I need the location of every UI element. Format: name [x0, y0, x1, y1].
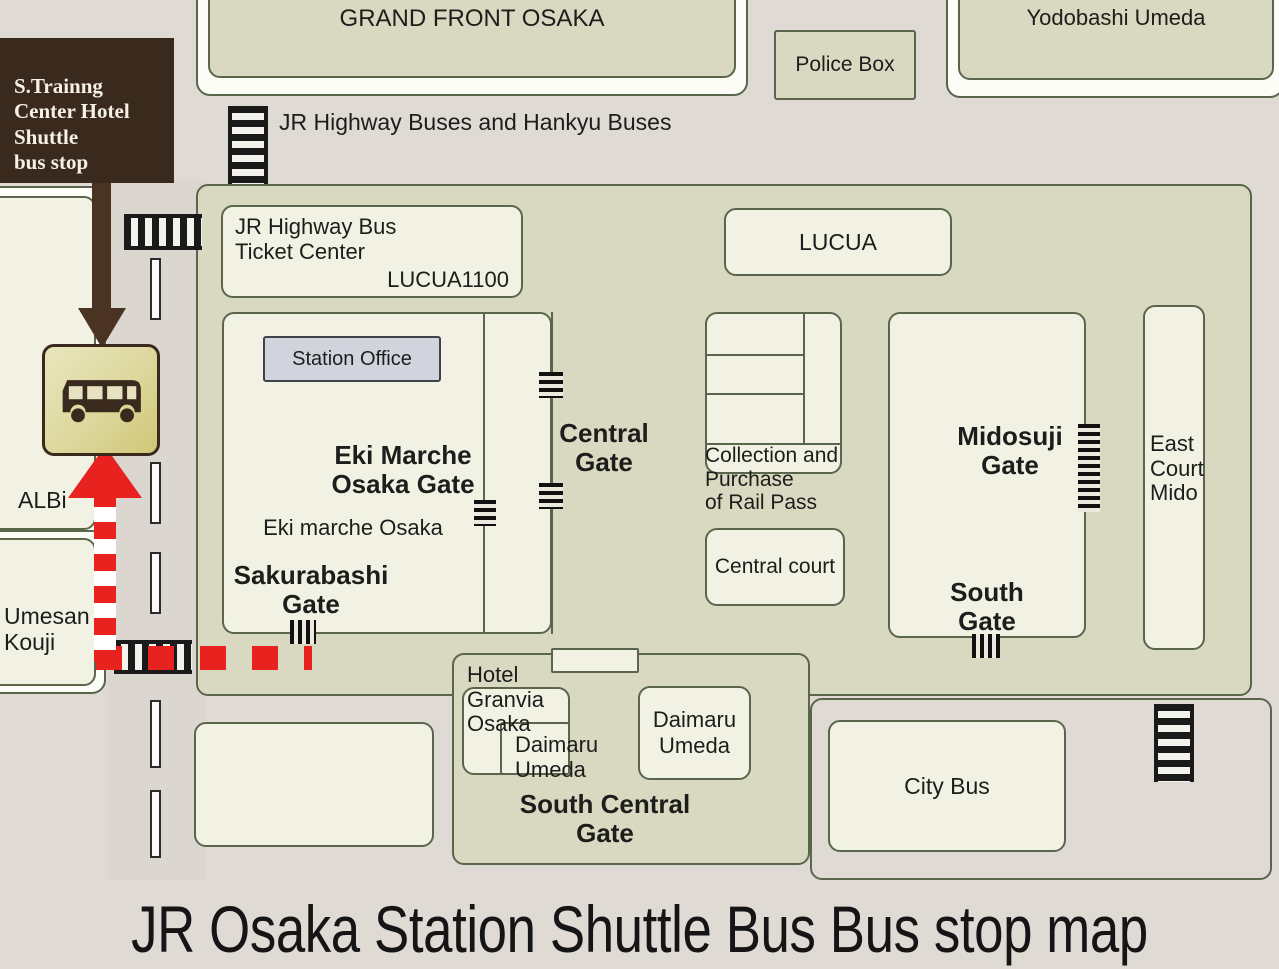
crosswalk-top-vertical [228, 106, 268, 184]
building-umesan-kouji[interactable] [0, 538, 96, 686]
sakurabashi-gate-label: Sakurabashi Gate [233, 560, 389, 620]
jr-ticket-center-label: JR Highway Bus Ticket Center [235, 214, 397, 264]
central-gate-label: Central Gate [559, 418, 649, 478]
gate-marker-eki-marche-right [474, 500, 496, 526]
albi-label: ALBi [18, 487, 67, 513]
central-gate-wall [551, 312, 553, 634]
sign-arrow-head-icon [78, 308, 126, 348]
rail-pass-divider-h1 [705, 354, 804, 356]
crosswalk-bottom-right [1154, 704, 1194, 782]
grand-front-osaka-label: GRAND FRONT OSAKA [339, 5, 605, 32]
lane-dash [150, 552, 161, 614]
lane-dash [150, 462, 161, 524]
lane-dash [150, 258, 161, 320]
route-red-horizontal [96, 646, 312, 670]
lucua1100-label: LUCUA1100 [387, 267, 509, 293]
hotel-sign-text: S.Trainng Center Hotel Shuttle bus stop [14, 73, 130, 175]
building-bottom-left-plain [194, 722, 434, 847]
building-police-box[interactable]: Police Box [774, 30, 916, 100]
central-court-label: Central court [714, 555, 836, 578]
shuttle-bus-stop-marker[interactable] [42, 344, 160, 456]
gate-marker-central-upper [539, 372, 563, 398]
page-title: JR Osaka Station Shuttle Bus Bus stop ma… [131, 892, 1148, 966]
yodobashi-umeda-label: Yodobashi Umeda [1026, 5, 1206, 30]
rail-pass-divider-v [803, 312, 805, 444]
gate-marker-midosuji [1078, 424, 1100, 512]
building-grand-front-osaka[interactable]: GRAND FRONT OSAKA [208, 0, 736, 78]
daimaru-umeda-small-label: Daimaru Umeda [515, 732, 599, 782]
police-box-label: Police Box [795, 53, 895, 76]
south-central-gate-label: South Central Gate [519, 789, 691, 849]
building-midosuji-south-gate[interactable] [888, 312, 1086, 638]
lane-dash [150, 700, 161, 768]
bus-icon [62, 380, 141, 423]
eki-marche-osaka-gate-label: Eki Marche Osaka Gate [331, 440, 475, 500]
lane-dash [150, 790, 161, 858]
midosuji-gate-label: Midosuji Gate [957, 421, 1063, 481]
lucua-label: LUCUA [799, 228, 877, 255]
umesan-kouji-label: Umesan Kouji [4, 603, 90, 655]
eki-marche-osaka-label: Eki marche Osaka [263, 515, 443, 540]
building-city-bus[interactable]: City Bus [828, 720, 1066, 852]
east-court-mido-label: East Court Mido [1150, 431, 1204, 506]
rail-pass-divider-h3 [705, 443, 842, 445]
building-daimaru-umeda[interactable]: Daimaru Umeda [638, 686, 751, 780]
route-red-vertical [94, 490, 116, 662]
south-gate-label: South Gate [950, 577, 1024, 637]
crosswalk-upper-left-horizontal [124, 214, 202, 250]
building-east-court-mido[interactable] [1143, 305, 1205, 650]
building-small-white-strip [551, 648, 639, 673]
rail-pass-divider-h2 [705, 393, 804, 395]
building-station-office[interactable]: Station Office [263, 336, 441, 382]
gate-marker-sakurabashi [290, 620, 316, 644]
gate-marker-central-lower [539, 483, 563, 509]
eki-marche-divider [483, 312, 485, 634]
building-central-court[interactable]: Central court [705, 528, 845, 606]
building-daimaru-umeda-small[interactable] [500, 722, 570, 775]
collection-purchase-rail-pass-label: Collection and Purchase of Rail Pass [705, 444, 839, 515]
sign-arrow-shaft [92, 150, 111, 320]
building-jr-highway-bus-ticket-center[interactable]: JR Highway Bus Ticket Center LUCUA1100 [221, 205, 523, 298]
city-bus-label: City Bus [904, 772, 990, 799]
hotel-shuttle-bus-stop-sign: S.Trainng Center Hotel Shuttle bus stop [0, 38, 174, 183]
daimaru-umeda-label: Daimaru Umeda [652, 707, 737, 758]
station-office-label: Station Office [292, 347, 412, 370]
building-lucua[interactable]: LUCUA [724, 208, 952, 276]
gate-marker-south [972, 634, 1000, 658]
hotel-granvia-osaka-label: Hotel Granvia Osaka [467, 662, 545, 737]
building-yodobashi-umeda[interactable]: Yodobashi Umeda [958, 0, 1274, 80]
jr-highway-buses-label: JR Highway Buses and Hankyu Buses [279, 109, 672, 135]
